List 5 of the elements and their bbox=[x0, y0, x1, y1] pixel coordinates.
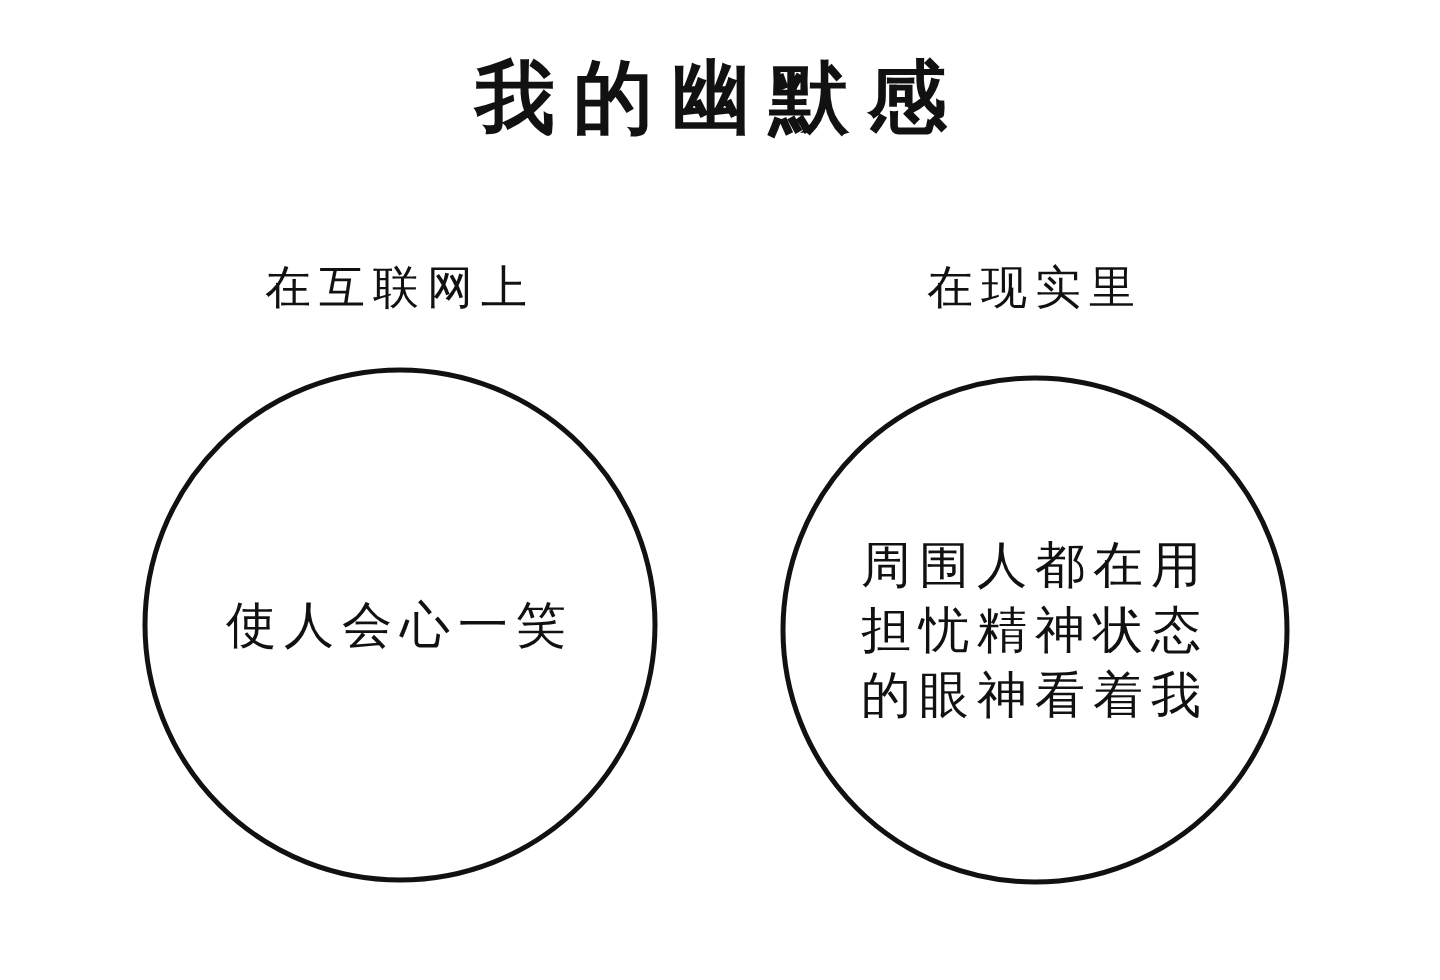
heading: 在现实里 bbox=[927, 260, 1143, 316]
heading: 在互联网上 bbox=[265, 260, 535, 316]
circle-text: 周围人都在用担忧精神状态的眼神看着我 bbox=[861, 534, 1210, 726]
title: 我的幽默感 bbox=[475, 50, 965, 146]
circle-text: 使人会心一笑 bbox=[226, 594, 574, 656]
